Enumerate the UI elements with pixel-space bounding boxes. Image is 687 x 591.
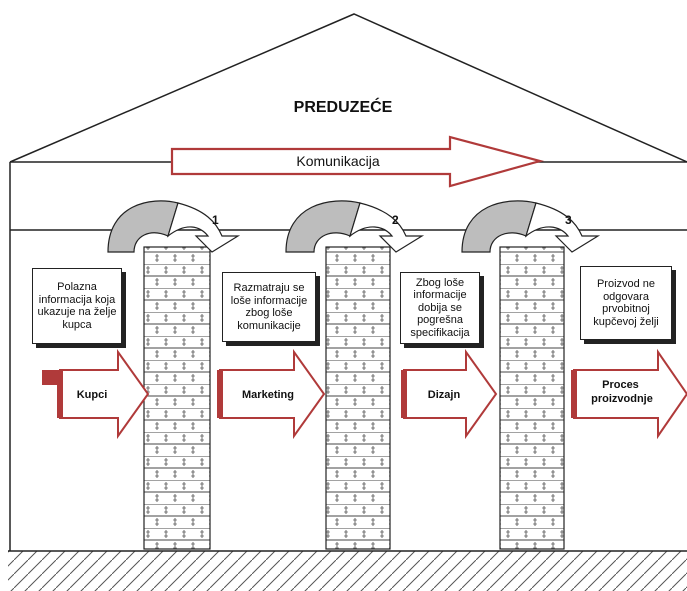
note-proces: Proizvod ne odgovara prvobitnoj kupčevoj… — [580, 266, 672, 340]
step-1: 1 — [212, 213, 219, 227]
dept-arrow-marketing: Marketing — [217, 348, 326, 440]
step-3: 3 — [565, 213, 572, 227]
dept-arrow-proces-proizvodnje: Proces proizvodnje — [571, 348, 687, 440]
company-title: PREDUZEĆE — [294, 97, 393, 116]
curl-arrow-3 — [461, 200, 601, 253]
communication-arrow — [170, 135, 545, 188]
dept-arrow-dizajn: Dizajn — [401, 348, 498, 440]
dept-label-dizajn: Dizajn — [428, 389, 461, 401]
note-marketing: Razmatraju se loše informacije zbog loše… — [222, 272, 316, 342]
communication-label: Komunikacija — [296, 153, 379, 169]
curl-arrow-2 — [285, 200, 425, 253]
pillar-3 — [499, 246, 565, 550]
curl-arrow-1 — [107, 200, 241, 253]
roof — [9, 13, 687, 163]
ground-hatch — [8, 551, 687, 591]
note-kupci: Polazna informacija koja ukazuje na želj… — [32, 268, 122, 344]
pillar-1 — [143, 246, 211, 550]
note-dizajn: Zbog loše informacije dobija se pogrešna… — [400, 272, 480, 344]
note-proces-text: Proizvod ne odgovara prvobitnoj kupčevoj… — [593, 278, 659, 328]
note-marketing-text: Razmatraju se loše informacije zbog loše… — [230, 282, 308, 332]
note-dizajn-text: Zbog loše informacije dobija se pogrešna… — [410, 276, 470, 339]
dept-label-kupci: Kupci — [77, 389, 108, 401]
step-2: 2 — [392, 213, 399, 227]
dept-arrow-kupci: Kupci — [42, 348, 150, 440]
note-kupci-text: Polazna informacija koja ukazuje na želj… — [37, 281, 117, 331]
dept-label-marketing: Marketing — [242, 389, 294, 401]
dept-label-proces: Proces proizvodnje — [591, 379, 653, 405]
pillar-2 — [325, 246, 391, 550]
